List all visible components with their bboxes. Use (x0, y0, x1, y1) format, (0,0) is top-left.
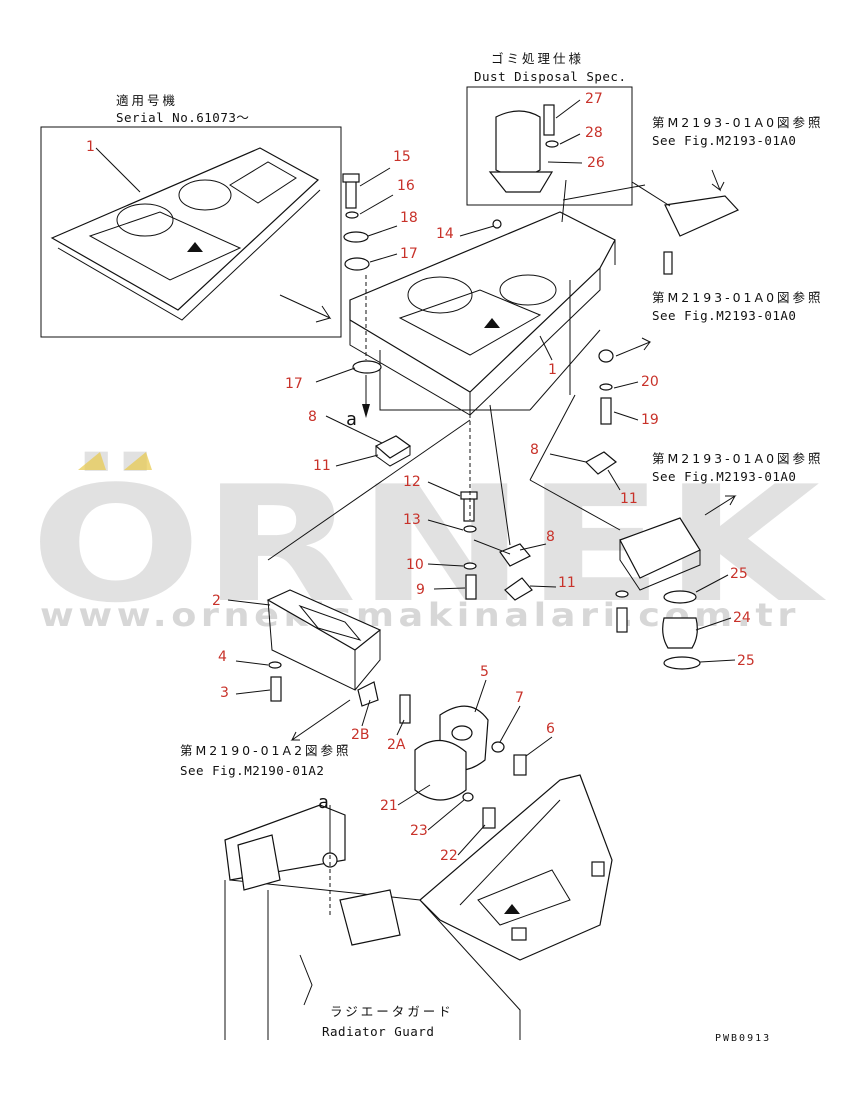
bracket-left: 8 11 (308, 409, 412, 474)
part-number-17-upper: 17 (400, 246, 418, 262)
part-number-18: 18 (400, 210, 418, 226)
ref-tray-middle (529, 394, 737, 633)
letter-a-top: a (346, 409, 357, 430)
part-number-2b: 2B (351, 727, 370, 743)
part-number-8-left: 8 (308, 409, 317, 425)
part-number-13: 13 (403, 512, 421, 528)
main-cover-assembly: 1 (349, 179, 646, 416)
radiator-guard: a ラジエータガード Radiator Guard (224, 774, 613, 1040)
part-number-14: 14 (436, 226, 454, 242)
radiator-en-label: Radiator Guard (322, 1024, 434, 1039)
arrow-icon (279, 294, 332, 323)
serial-en-label: Serial No.61073～ (116, 110, 249, 125)
part-number-8-center: 8 (546, 529, 555, 545)
inset-frame (40, 126, 342, 338)
watermark-dot-icon (124, 452, 152, 470)
part-number-25-bottom: 25 (737, 653, 755, 669)
serial-inset: 適用号機 Serial No.61073～ 1 (40, 93, 342, 338)
ref1-en: See Fig.M2193-01A0 (652, 133, 796, 148)
part-number-21: 21 (380, 798, 398, 814)
drawing-code: PWB0913 (715, 1033, 771, 1044)
bolts-and-washers-left: 15 16 18 17 17 14 a (285, 149, 502, 430)
part-number-8-right: 8 (530, 442, 539, 458)
part-number-24: 24 (733, 610, 751, 626)
part-number-1: 1 (548, 362, 557, 378)
ref1-jp: 第M2193-01A0図参照 (652, 115, 824, 130)
ref2-en: See Fig.M2193-01A0 (652, 308, 796, 323)
dust-jp-label: ゴミ処理仕様 (491, 51, 584, 66)
arrow-icon (615, 337, 652, 357)
part-number-2a: 2A (387, 737, 406, 753)
part-number-2: 2 (212, 593, 221, 609)
arrow-icon (704, 495, 737, 516)
part-number-15: 15 (393, 149, 411, 165)
part-number-20: 20 (641, 374, 659, 390)
ref4-jp: 第M2190-01A2図参照 (180, 743, 352, 758)
radiator-jp-label: ラジエータガード (330, 1004, 454, 1019)
dust-disposal-inset: ゴミ処理仕様 Dust Disposal Spec. 27 28 26 (466, 51, 633, 206)
part-number-9: 9 (416, 582, 425, 598)
part-number-19: 19 (641, 412, 659, 428)
ref2-jp: 第M2193-01A0図参照 (652, 290, 824, 305)
part-number-5: 5 (480, 664, 489, 680)
part-number-6: 6 (546, 721, 555, 737)
part-number-16: 16 (397, 178, 415, 194)
part-number-1-inset: 1 (86, 139, 95, 155)
ref4-en: See Fig.M2190-01A2 (180, 763, 324, 778)
part-number-3: 3 (220, 685, 229, 701)
reference-labels: 第M2193-01A0図参照 See Fig.M2193-01A0 第M2193… (180, 115, 824, 778)
part-number-12: 12 (403, 474, 421, 490)
watermark-dot-icon (78, 452, 106, 470)
part-number-25-top: 25 (730, 566, 748, 582)
dust-en-label: Dust Disposal Spec. (474, 69, 627, 84)
bracket-right: 20 19 8 11 (530, 337, 659, 507)
ref3-en: See Fig.M2193-01A0 (652, 469, 796, 484)
part-number-4: 4 (218, 649, 227, 665)
serial-jp-label: 適用号機 (116, 93, 178, 108)
part-number-17-lower: 17 (285, 376, 303, 392)
part-number-11-center: 11 (558, 575, 576, 591)
dust-cap (495, 110, 541, 177)
part-number-22: 22 (440, 848, 458, 864)
box-assembly: 2 4 3 2B 2A (212, 419, 471, 753)
rubber-mount: 25 24 25 (662, 566, 755, 670)
part-number-27: 27 (585, 91, 603, 107)
center-fasteners: 12 13 10 9 8 11 (403, 400, 576, 601)
part-number-23: 23 (410, 823, 428, 839)
part-number-10: 10 (406, 557, 424, 573)
plate-assembly: 5 7 6 21 23 22 (380, 664, 555, 864)
cover-plate (349, 211, 616, 393)
ref3-jp: 第M2193-01A0図参照 (652, 451, 824, 466)
part-number-11-right: 11 (620, 491, 638, 507)
letter-a-bottom: a (318, 792, 329, 813)
part-number-7: 7 (515, 690, 524, 706)
part-number-26: 26 (587, 155, 605, 171)
ref-tray-top (631, 169, 740, 275)
inset-cover-plate (50, 147, 320, 311)
part-number-11-left: 11 (313, 458, 331, 474)
part-number-28: 28 (585, 125, 603, 141)
arrow-icon (290, 699, 351, 741)
dust-frame (466, 86, 633, 206)
